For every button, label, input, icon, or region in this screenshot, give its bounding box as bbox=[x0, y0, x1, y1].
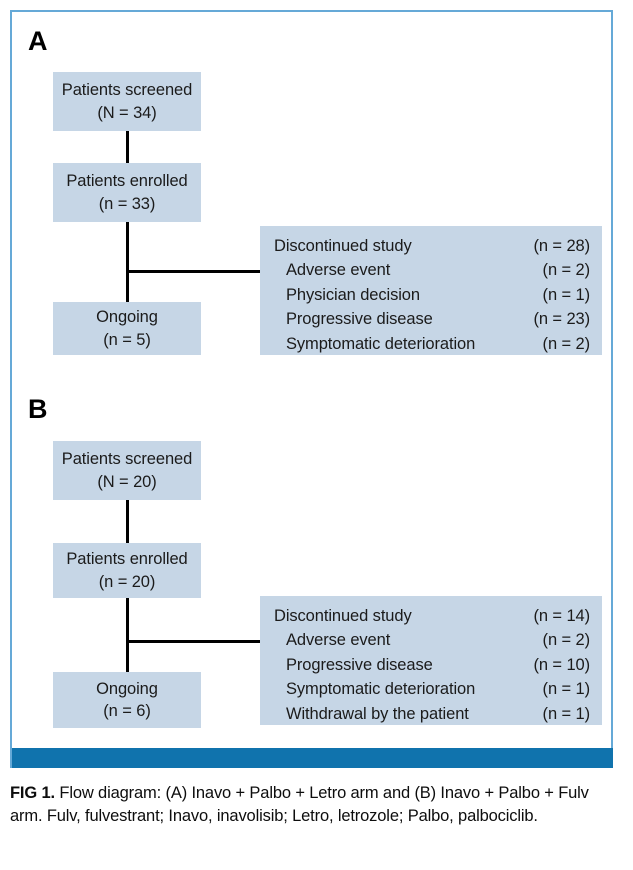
reason-count: (n = 1) bbox=[542, 680, 591, 699]
discontinued-reason-row: Physician decision (n = 1) bbox=[274, 283, 590, 307]
panel-b-label: B bbox=[28, 394, 48, 424]
box-line-count: (N = 20) bbox=[97, 472, 157, 491]
panel-b-box-patients-screened: Patients screened (N = 20) bbox=[53, 441, 201, 500]
figure-bottom-accent-bar bbox=[12, 748, 613, 768]
panel-a-label: A bbox=[28, 26, 48, 56]
box-line-primary: Ongoing bbox=[96, 679, 158, 698]
discontinued-title: Discontinued study bbox=[274, 607, 412, 625]
discontinued-title-row: Discontinued study (n = 28) bbox=[274, 234, 590, 258]
panel-b-box-patients-enrolled: Patients enrolled (n = 20) bbox=[53, 543, 201, 598]
box-line-count: (n = 6) bbox=[103, 702, 151, 720]
panel-a-connector-branch-to-discontinued bbox=[126, 270, 262, 273]
reason-count: (n = 2) bbox=[542, 631, 591, 650]
panel-a-box-patients-enrolled: Patients enrolled (n = 33) bbox=[53, 163, 201, 222]
reason-count: (n = 23) bbox=[533, 310, 590, 329]
reason-count: (n = 1) bbox=[542, 285, 591, 304]
discontinued-reason-row: Progressive disease (n = 23) bbox=[274, 307, 590, 331]
reason-label: Progressive disease bbox=[286, 655, 433, 674]
box-line-count: (n = 33) bbox=[98, 194, 156, 213]
box-line-primary: Patients enrolled bbox=[66, 172, 188, 191]
panel-b-box-ongoing: Ongoing (n = 6) bbox=[53, 672, 201, 728]
reason-label: Symptomatic deterioration bbox=[286, 680, 476, 699]
box-line-primary: Patients screened bbox=[61, 81, 193, 100]
box-line-count: (N = 34) bbox=[97, 103, 157, 122]
box-line-primary: Patients enrolled bbox=[66, 550, 188, 569]
panel-a-connector-screened-to-enrolled bbox=[126, 131, 129, 163]
panel-b-connector-branch-to-discontinued bbox=[126, 640, 262, 643]
discontinued-reason-row: Symptomatic deterioration (n = 2) bbox=[274, 332, 590, 356]
panel-b-connector-screened-to-enrolled bbox=[126, 500, 129, 543]
discontinued-title-count: (n = 14) bbox=[533, 607, 590, 625]
reason-label: Adverse event bbox=[286, 631, 391, 650]
panel-b-connector-enrolled-to-ongoing bbox=[126, 598, 129, 672]
figure-caption: FIG 1. Flow diagram: (A) Inavo + Palbo +… bbox=[10, 782, 618, 829]
panel-a-discontinued-box: Discontinued study (n = 28) Adverse even… bbox=[260, 226, 602, 355]
box-line-primary: Ongoing bbox=[96, 308, 158, 327]
reason-label: Withdrawal by the patient bbox=[286, 704, 469, 723]
reason-count: (n = 2) bbox=[542, 334, 591, 353]
reason-count: (n = 10) bbox=[533, 655, 590, 674]
panel-a-box-patients-screened: Patients screened (N = 34) bbox=[53, 72, 201, 131]
box-line-primary: Patients screened bbox=[61, 450, 193, 469]
reason-label: Physician decision bbox=[286, 285, 420, 304]
panel-a-box-ongoing: Ongoing (n = 5) bbox=[53, 302, 201, 355]
discontinued-reason-row: Symptomatic deterioration (n = 1) bbox=[274, 677, 590, 701]
reason-label: Symptomatic deterioration bbox=[286, 334, 476, 353]
panel-a-connector-enrolled-to-ongoing bbox=[126, 222, 129, 302]
reason-label: Adverse event bbox=[286, 261, 391, 280]
reason-count: (n = 2) bbox=[542, 261, 591, 280]
reason-count: (n = 1) bbox=[542, 704, 591, 723]
discontinued-reason-row: Adverse event (n = 2) bbox=[274, 628, 590, 652]
figure-caption-text: Flow diagram: (A) Inavo + Palbo + Letro … bbox=[10, 784, 589, 826]
panel-b-discontinued-box: Discontinued study (n = 14) Adverse even… bbox=[260, 596, 602, 725]
figure-caption-label: FIG 1. bbox=[10, 784, 55, 802]
discontinued-title-row: Discontinued study (n = 14) bbox=[274, 604, 590, 628]
discontinued-reason-row: Withdrawal by the patient (n = 1) bbox=[274, 702, 590, 726]
box-line-count: (n = 5) bbox=[103, 330, 151, 349]
discontinued-title-count: (n = 28) bbox=[533, 237, 590, 255]
discontinued-reason-row: Progressive disease (n = 10) bbox=[274, 653, 590, 677]
reason-label: Progressive disease bbox=[286, 310, 433, 329]
box-line-count: (n = 20) bbox=[98, 572, 156, 591]
discontinued-reason-row: Adverse event (n = 2) bbox=[274, 258, 590, 282]
discontinued-title: Discontinued study bbox=[274, 237, 412, 255]
